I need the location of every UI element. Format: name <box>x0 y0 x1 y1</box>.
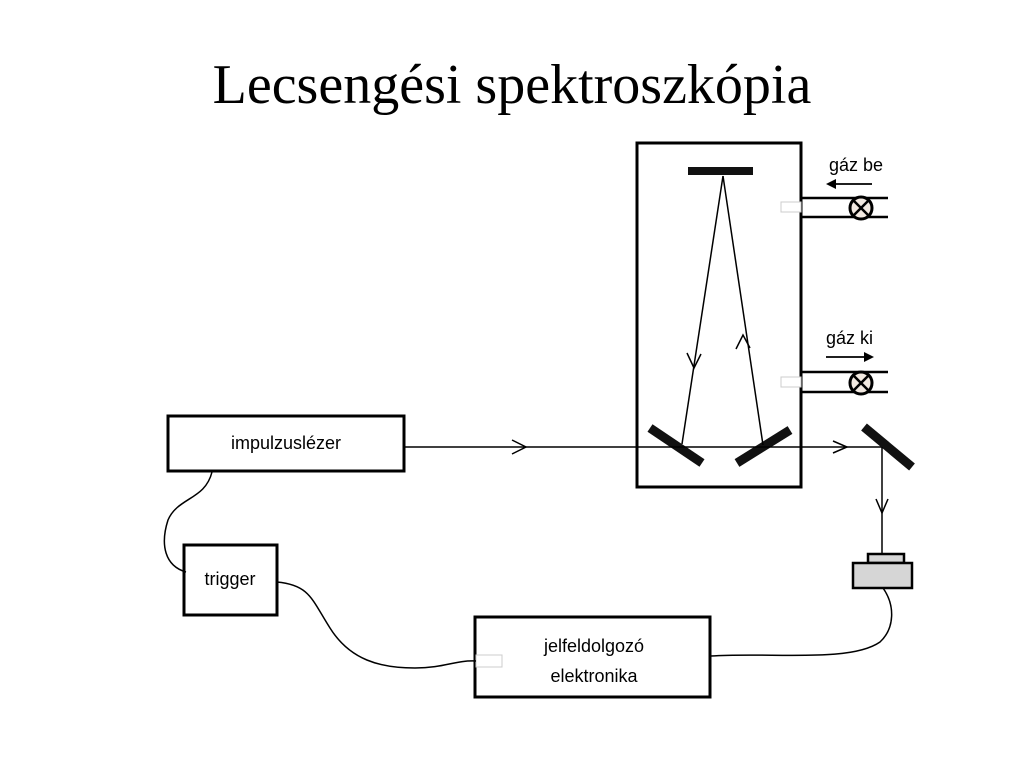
beam-up-arrow <box>735 333 751 350</box>
electronics-box: jelfeldolgozó elektronika <box>473 615 712 699</box>
bottom-left-mirror <box>647 424 705 467</box>
gas-inlet-valve-icon <box>848 195 874 221</box>
beam-down <box>681 175 724 445</box>
cable-trigger-electronics <box>276 581 477 669</box>
gas-in-label: gáz be <box>829 155 883 175</box>
detector <box>851 552 914 590</box>
detector-beam <box>875 447 889 553</box>
trigger-box: trigger <box>182 543 279 617</box>
electronics-label-line2: elektronika <box>550 666 638 686</box>
cavity-enclosure <box>635 141 803 489</box>
trigger-label: trigger <box>204 569 255 589</box>
beam-up <box>722 175 764 446</box>
laser-box: impulzuslézer <box>166 414 406 473</box>
slide-title: Lecsengési spektroszkópia <box>212 54 812 116</box>
gas-inlet: gáz be <box>780 155 888 221</box>
beam-down-arrow <box>686 352 702 370</box>
cable-detector-electronics <box>710 587 893 657</box>
cable-laser-trigger <box>163 471 213 573</box>
gas-out-label: gáz ki <box>826 328 873 348</box>
gas-outlet: gáz ki <box>780 328 888 396</box>
electronics-label-line1: jelfeldolgozó <box>543 636 644 656</box>
turning-mirror <box>861 423 915 471</box>
top-mirror <box>688 167 753 175</box>
gas-outlet-valve-icon <box>848 370 874 396</box>
laser-label: impulzuslézer <box>231 433 341 453</box>
laser-beam <box>404 439 882 455</box>
